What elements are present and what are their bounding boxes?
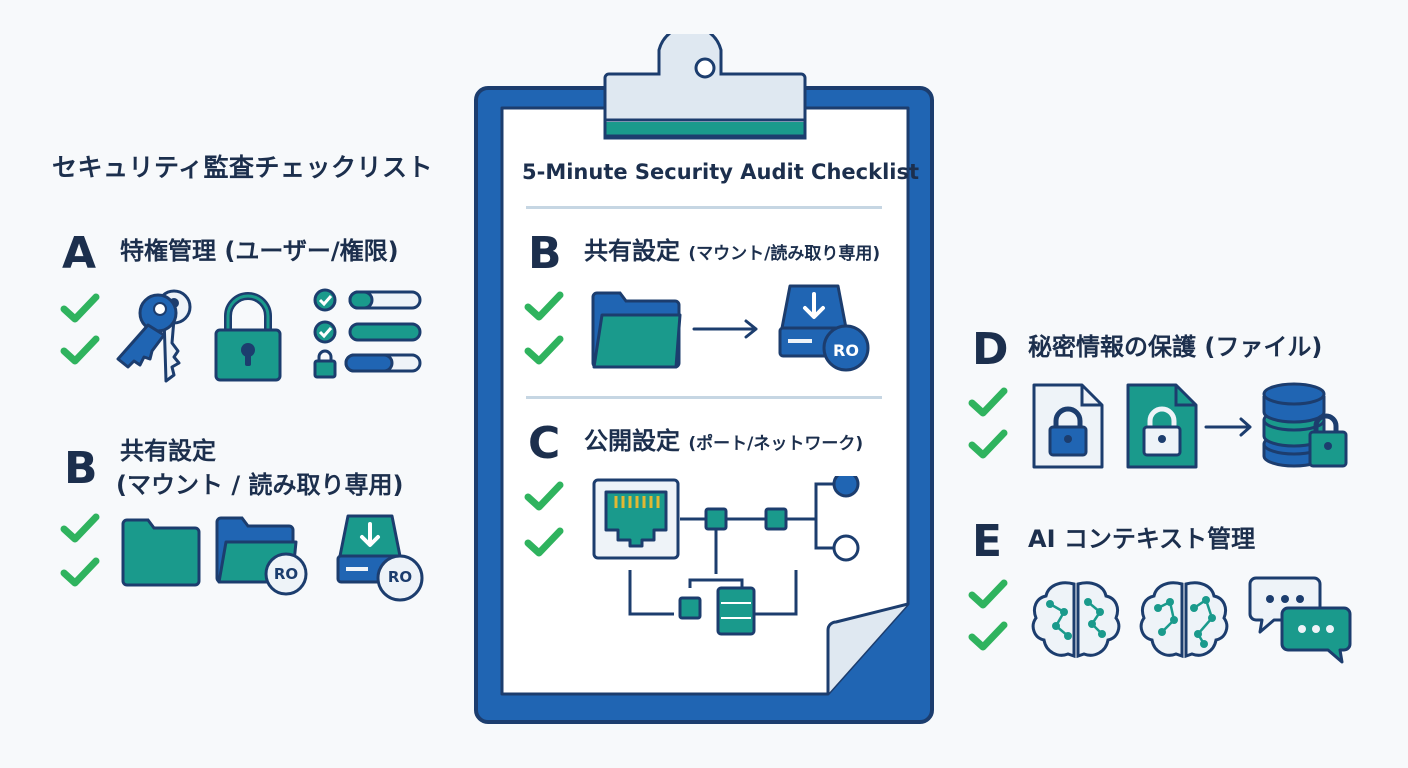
check-icon [60,512,100,544]
check-icon [524,290,564,322]
clipboard-section-c-title: 公開設定 (ポート/ネットワーク) [584,427,864,455]
network-icon [592,476,860,636]
check-icon [60,334,100,366]
ro-badge-label: RO [833,341,859,360]
arrow-right-icon [1204,417,1252,437]
check-icon [968,620,1008,652]
brain-icon [1139,581,1229,659]
section-d-letter: D [972,324,1009,375]
section-a-title: 特権管理 (ユーザー/権限) [120,237,399,265]
section-a-letter: A [62,228,97,279]
folder-icon [121,518,201,587]
section-b-title: 共有設定 [120,437,216,465]
check-icon [968,578,1008,610]
clipboard-title: 5-Minute Security Audit Checklist [522,160,920,184]
brain-icon [1031,581,1121,659]
key-icon [116,289,192,383]
divider [526,206,882,209]
check-icon [968,428,1008,460]
clipboard-section-c-letter: C [528,418,561,469]
check-icon [60,556,100,588]
locked-database-icon [1262,382,1348,468]
check-icon [60,292,100,324]
folder-icon [591,291,682,369]
arrow-right-icon [692,319,758,339]
folder-ro-icon [215,516,308,596]
clipboard-section-b-title: 共有設定 (マウント/読み取り専用) [584,237,881,265]
check-icon [524,334,564,366]
check-icon [524,526,564,558]
check-icon [968,386,1008,418]
section-e-title: AI コンテキスト管理 [1028,525,1256,553]
padlock-icon [214,292,282,382]
read-only-drive-icon [778,284,870,372]
divider [526,396,882,399]
ro-badge-label: RO [273,565,299,583]
read-only-drive-icon [336,514,424,602]
section-e-letter: E [972,516,1003,567]
permission-list-icon [313,288,422,379]
check-icon [524,480,564,512]
section-b-subtitle: (マウント / 読み取り専用) [116,471,404,499]
ro-badge-label: RO [387,568,413,586]
section-b-letter: B [64,443,98,494]
locked-file-icon [1032,383,1104,469]
page-title: セキュリティ監査チェックリスト [52,153,434,182]
clipboard-section-b-letter: B [528,228,562,279]
locked-file-icon [1126,383,1198,469]
section-d-title: 秘密情報の保護 (ファイル) [1028,333,1323,361]
chat-bubbles-icon [1248,576,1352,664]
